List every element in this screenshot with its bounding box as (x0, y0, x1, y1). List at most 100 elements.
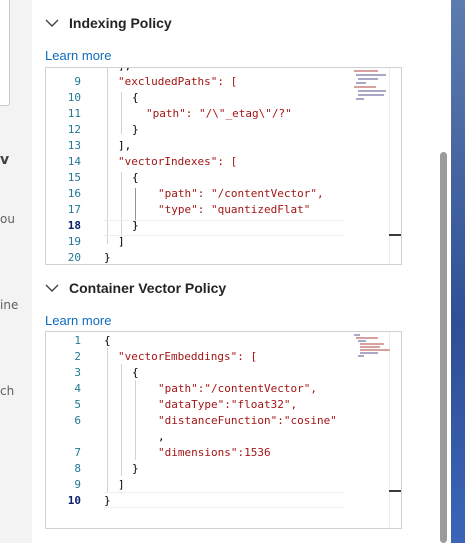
line-number: 11 (67, 107, 81, 120)
code-line: 15 { (46, 170, 346, 186)
line-number: 3 (74, 366, 81, 379)
code-text: ], (118, 139, 132, 152)
line-number: 10 (67, 494, 81, 507)
code-text: "excludedPaths": [ (118, 75, 238, 88)
line-number: 16 (67, 187, 81, 200)
indent-guide (121, 92, 122, 134)
code-line: 4 "path":"/contentVector", (46, 381, 346, 397)
overview-ruler (389, 68, 390, 264)
code-text: } (104, 494, 111, 507)
code-line: 3{ (46, 365, 346, 381)
code-text: "path": "/\"_etag\"/?" (146, 107, 292, 120)
code-line: 19] (46, 234, 346, 250)
code-text: "vectorEmbeddings": [ (118, 350, 258, 363)
code-text: "type": "quantizedFlat" (158, 203, 311, 216)
indexing-policy-editor[interactable]: ], 9 "excludedPaths": [ 10 { 11 "path": "/\… (45, 67, 402, 265)
panel-scrollbar-thumb[interactable] (440, 152, 447, 543)
code-line: 14 "vectorIndexes": [ (46, 154, 346, 170)
code-line: 12} (46, 122, 346, 138)
container-vector-policy-header[interactable]: Container Vector Policy (44, 277, 226, 299)
line-number: 13 (67, 139, 81, 152)
code-text: { (132, 91, 139, 104)
code-line: 7 "dimensions":1536 (46, 445, 346, 461)
background-card (0, 0, 10, 106)
indent-guide (107, 68, 108, 244)
code-text: "vectorIndexes": [ (118, 155, 238, 168)
line-number: 8 (74, 462, 81, 475)
code-text: { (104, 334, 111, 347)
line-number: 17 (67, 203, 81, 216)
indent-guide (135, 380, 136, 460)
line-number: 10 (67, 91, 81, 104)
desktop-background (451, 0, 465, 543)
chevron-down-icon[interactable] (44, 15, 60, 31)
code-line: 20} (46, 250, 346, 264)
chevron-down-icon[interactable] (44, 280, 60, 296)
code-line: 8} (46, 461, 346, 477)
indent-guide (121, 172, 122, 246)
line-number: 14 (67, 155, 81, 168)
code-text: } (132, 462, 139, 475)
current-line-highlight (104, 492, 344, 508)
code-text: "path": "/contentVector", (158, 187, 324, 200)
line-number: 1 (74, 334, 81, 347)
code-text: "dimensions":1536 (158, 446, 271, 459)
line-number: 9 (74, 478, 81, 491)
code-text: "distanceFunction":"cosine" (158, 414, 337, 427)
line-number: 6 (74, 414, 81, 427)
code-line: 9 "excludedPaths": [ (46, 74, 346, 90)
background-text: ine (0, 298, 19, 312)
line-number: 4 (74, 382, 81, 395)
code-line: 5"dataType":"float32", (46, 397, 346, 413)
line-number: 15 (67, 171, 81, 184)
current-line-highlight (104, 220, 344, 236)
code-line: 6 "distanceFunction":"cosine" (46, 413, 346, 429)
indexing-policy-title: Indexing Policy (69, 15, 172, 31)
code-line: , (46, 429, 346, 445)
code-line: 10} (46, 493, 346, 509)
code-line: 10 { (46, 90, 346, 106)
background-page: v ou ine ch (0, 0, 32, 543)
code-text: } (104, 251, 111, 264)
line-number: 12 (67, 123, 81, 136)
code-line: 13], (46, 138, 346, 154)
background-text: ou (0, 212, 15, 226)
overview-ruler (389, 332, 390, 528)
code-text: "dataType":"float32", (158, 398, 298, 411)
background-text: v (0, 152, 10, 168)
code-line: 9] (46, 477, 346, 493)
background-text: ch (0, 384, 15, 398)
indent-guide (107, 348, 108, 492)
code-text: } (132, 219, 139, 232)
code-text: { (132, 366, 139, 379)
indent-guide (135, 188, 136, 228)
code-line: 16 "path": "/contentVector", (46, 186, 346, 202)
code-text: ] (118, 478, 125, 491)
overview-ruler-cursor (389, 490, 401, 492)
container-vector-policy-editor[interactable]: 1{ 2"vectorEmbeddings": [ 3{ 4"path":"/c… (45, 331, 402, 529)
code-text: } (132, 123, 139, 136)
code-text: { (132, 171, 139, 184)
line-number: 18 (67, 219, 81, 232)
code-line: 17 "type": "quantizedFlat" (46, 202, 346, 218)
code-line: 1{ (46, 333, 346, 349)
container-vector-policy-title: Container Vector Policy (69, 280, 227, 296)
editor-minimap[interactable] (352, 332, 396, 372)
line-number: 19 (67, 235, 81, 248)
code-line: 18} (46, 218, 346, 234)
line-number: 7 (74, 446, 81, 459)
code-line: 2 "vectorEmbeddings": [ (46, 349, 346, 365)
line-number: 20 (67, 251, 81, 264)
indent-guide (121, 364, 122, 476)
code-text: , (158, 430, 165, 443)
overview-ruler-cursor (389, 234, 401, 236)
code-fragment: ], (118, 68, 131, 74)
line-number: 2 (74, 350, 81, 363)
code-text: ] (118, 235, 125, 248)
code-text: "path":"/contentVector", (158, 382, 317, 395)
indexing-policy-learn-more-link[interactable]: Learn more (45, 48, 112, 63)
line-number: 9 (74, 75, 81, 88)
container-vector-policy-learn-more-link[interactable]: Learn more (45, 313, 112, 328)
editor-minimap[interactable] (352, 68, 396, 108)
indexing-policy-header[interactable]: Indexing Policy (44, 12, 172, 34)
